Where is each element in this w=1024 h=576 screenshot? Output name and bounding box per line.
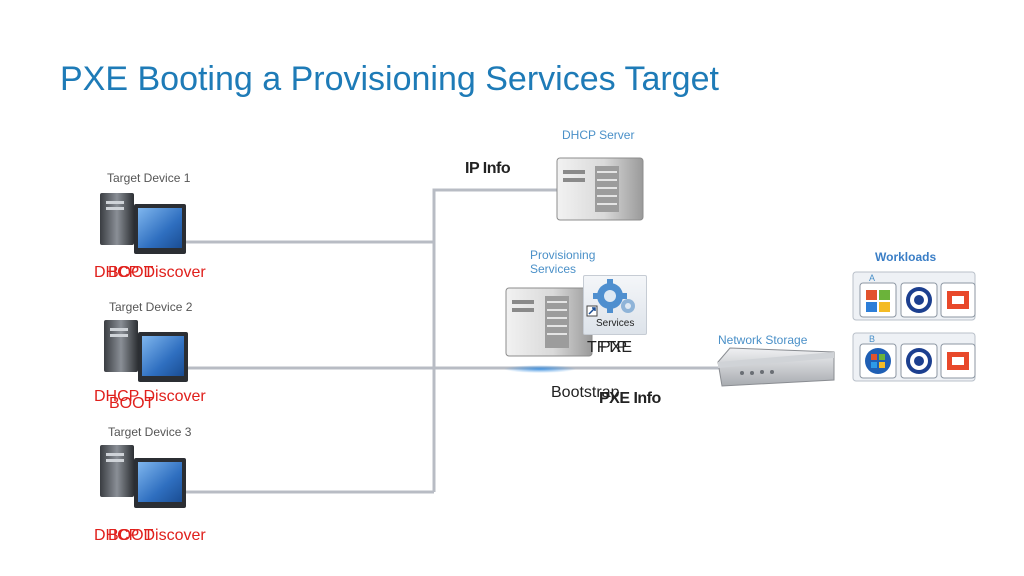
target-device-2-icon [104, 320, 188, 382]
pxe-message: PXE [600, 339, 633, 356]
target-device-3-icon [100, 445, 186, 508]
workload-group-a [852, 271, 976, 321]
network-storage-label: Network Storage [718, 333, 808, 347]
device-3-boot: BOOT [108, 527, 154, 544]
streaming-app-icon [906, 287, 932, 313]
target-device-1-label: Target Device 1 [107, 171, 191, 185]
streaming-app-icon-b [906, 348, 932, 374]
pxe-info-message: PXE Info [599, 390, 661, 407]
office-app-icon-b [947, 352, 969, 370]
page-title: PXE Booting a Provisioning Services Targ… [60, 60, 719, 98]
dhcp-server-label: DHCP Server [562, 128, 635, 142]
device-1-boot: BOOT [108, 264, 154, 281]
device-1-dhcp-discover: DHCP Discover [94, 264, 206, 281]
office-app-icon [947, 291, 969, 309]
network-storage-icon [717, 347, 835, 387]
tftp-message: TFTP [587, 339, 627, 356]
workloads-label: Workloads [875, 250, 937, 264]
dhcp-server-icon [556, 157, 644, 221]
provisioning-server-icon [505, 287, 593, 357]
provisioning-label-line2: Services [530, 262, 577, 276]
device-2-dhcp-discover: DHCP Discover [94, 388, 206, 405]
network-lines [185, 188, 720, 494]
workload-group-a-tag: A [869, 273, 876, 283]
device-2-boot: BOOT [109, 395, 155, 412]
gear-icon [586, 279, 635, 317]
workload-group-b [852, 332, 976, 382]
workload-group-b-tag: B [869, 334, 876, 344]
target-device-1-icon [100, 193, 186, 254]
windows-logo-icon [866, 290, 890, 312]
provisioning-label-line1: Provisioning [530, 248, 596, 262]
services-console-icon [583, 275, 647, 335]
windows-orb-icon [865, 348, 891, 374]
target-device-2-label: Target Device 2 [109, 300, 193, 314]
device-3-dhcp-discover: DHCP Discover [94, 527, 206, 544]
ip-info-message: IP Info [465, 160, 511, 177]
bootstrap-message: Bootstrap [551, 384, 620, 401]
services-caption: Services [596, 318, 635, 329]
target-device-3-label: Target Device 3 [108, 425, 192, 439]
